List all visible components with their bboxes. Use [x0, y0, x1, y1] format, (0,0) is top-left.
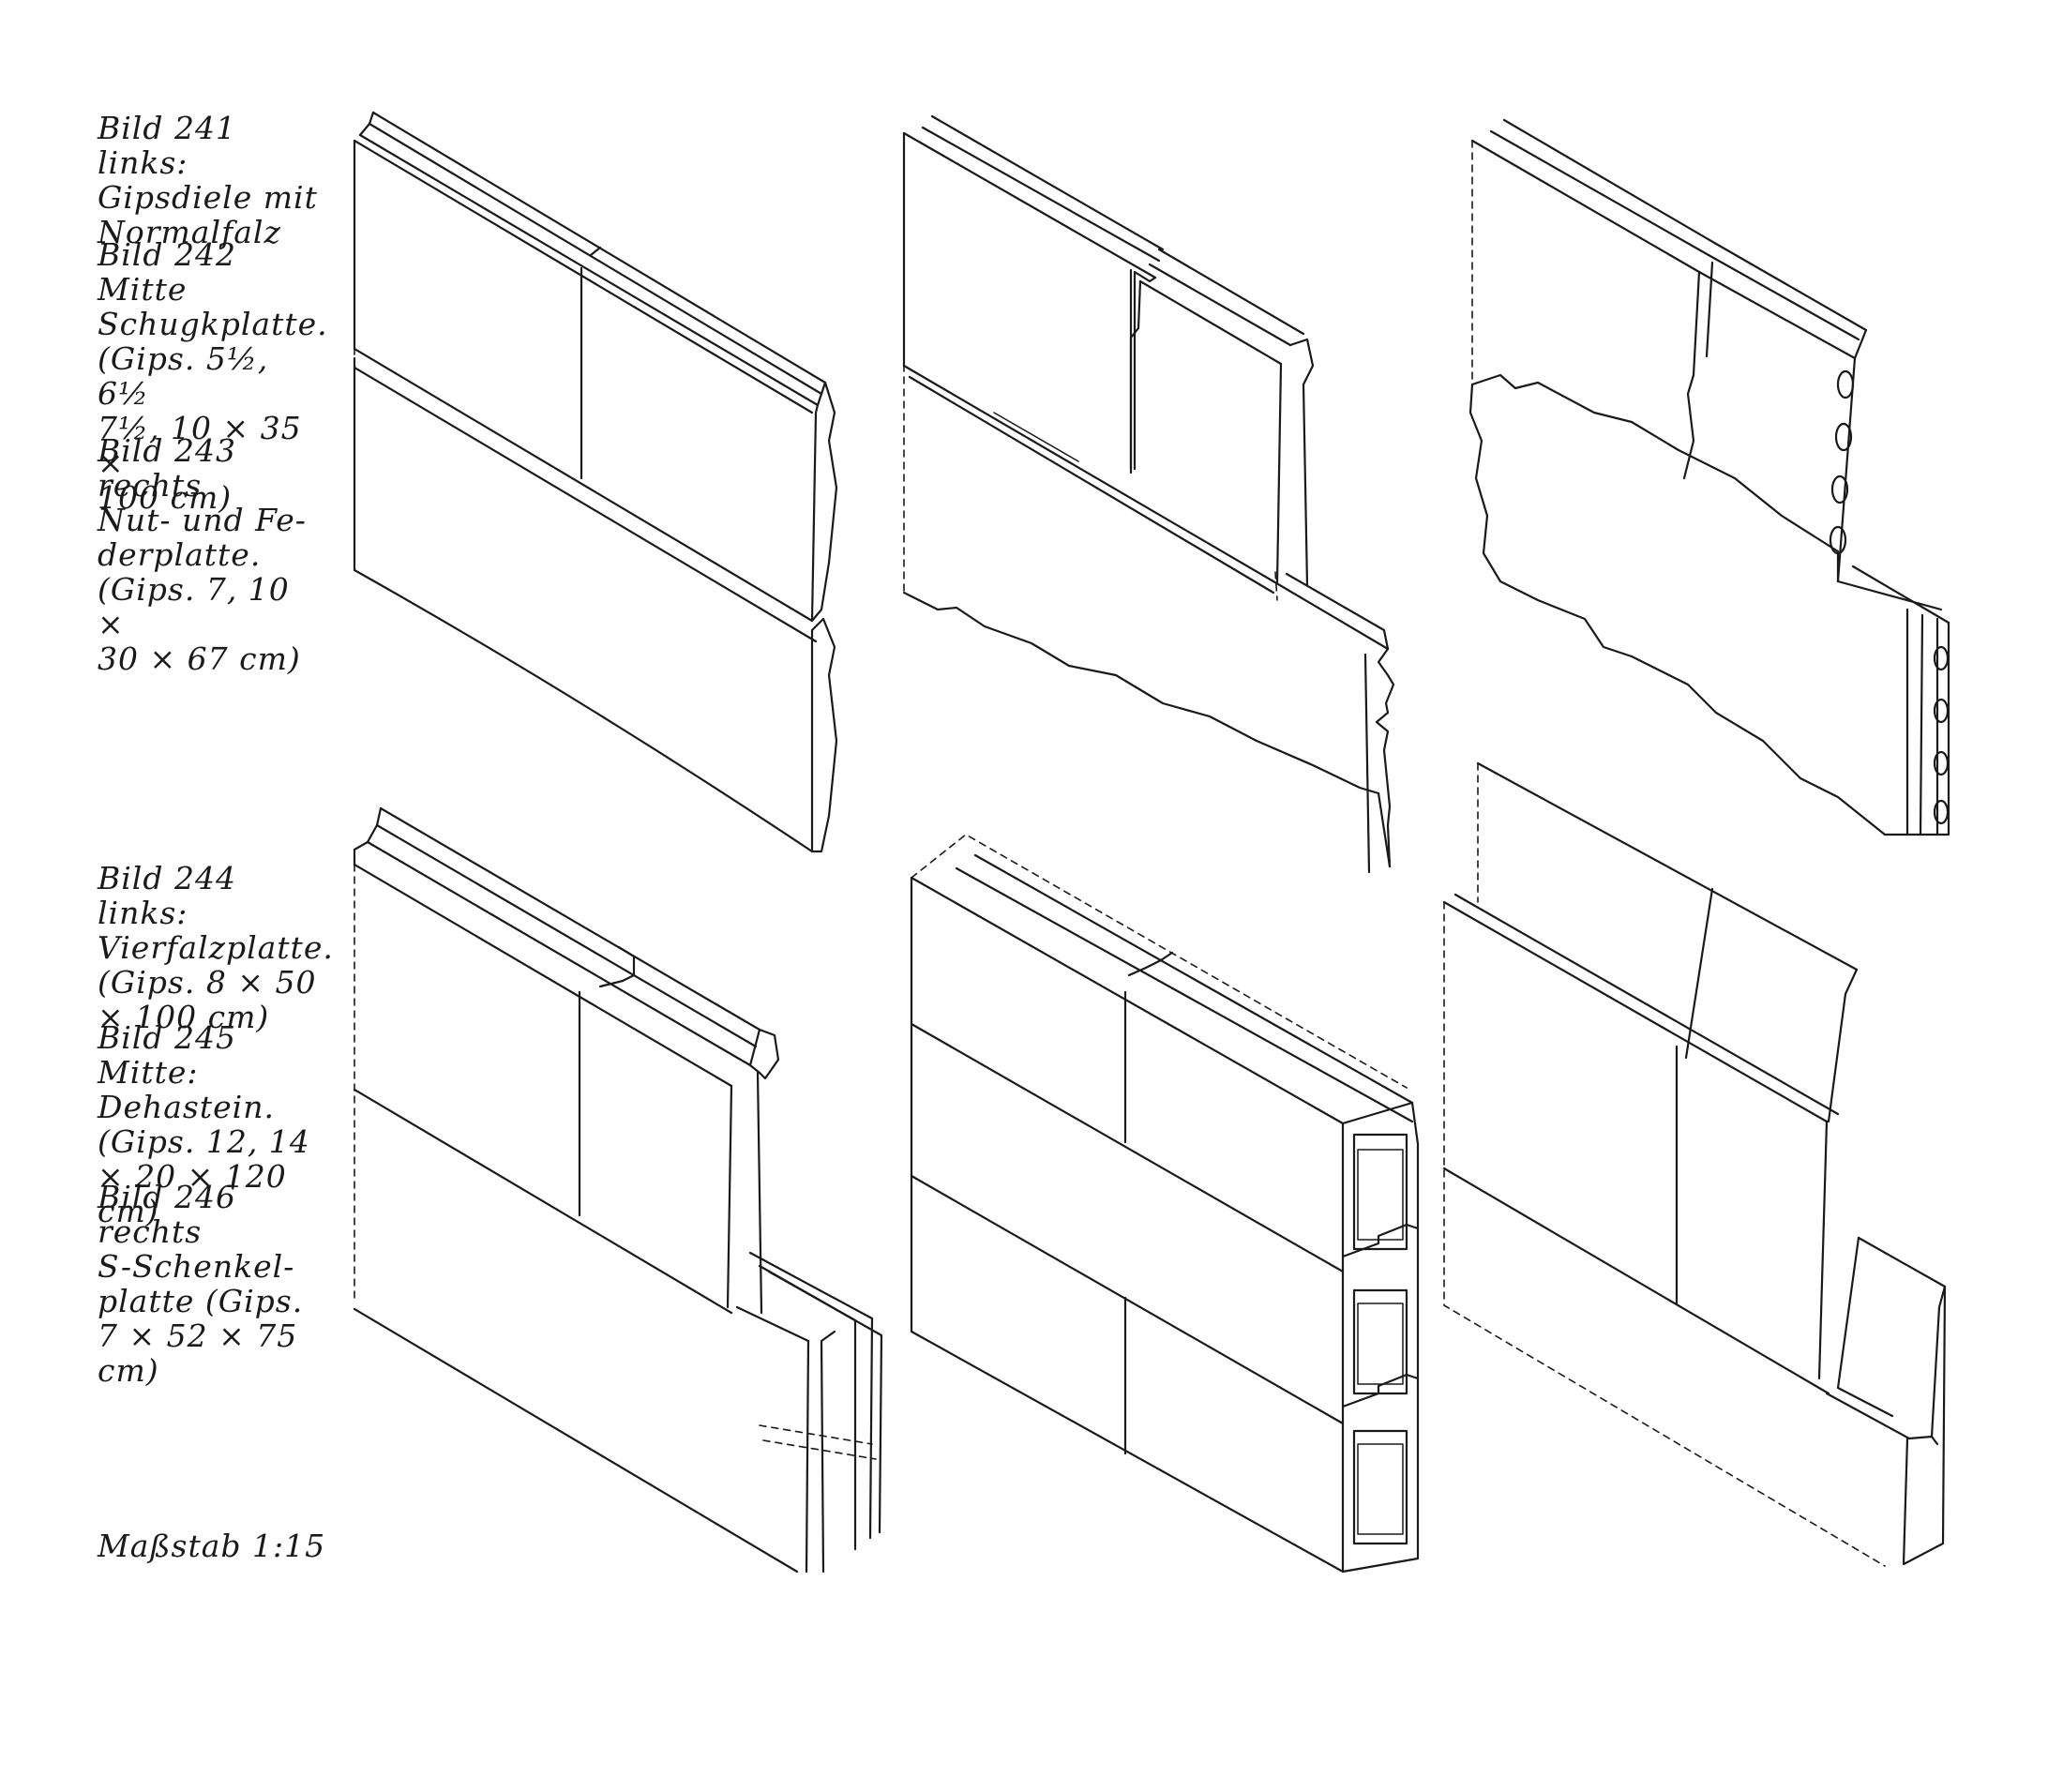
- drawing-nut-und-federplatte: [1468, 118, 1950, 836]
- caption-bild-245: Bild 245 Mitte: Dehastein. (Gips. 12, 14…: [98, 1019, 310, 1229]
- drawing-s-schenkelplatte: [1442, 761, 1947, 1567]
- caption-bild-246: Bild 246 rechts S-Schenkel- platte (Gips…: [98, 1179, 304, 1389]
- caption-bild-243: Bild 243 rechts Nut- und Fe- derplatte. …: [98, 432, 307, 677]
- drawing-dehastein: [910, 834, 1420, 1574]
- drawing-schugkplatte: [902, 114, 1395, 874]
- caption-bild-241: Bild 241 links: Gipsdiele mit Normalfalz: [98, 110, 318, 250]
- caption-bild-244: Bild 244 links: Vierfalzplatte. (Gips. 8…: [98, 860, 334, 1035]
- scale-note: Maßstab 1:15: [98, 1528, 326, 1564]
- caption-bild-242: Bild 242 Mitte Schugkplatte. (Gips. 5½, …: [98, 236, 328, 516]
- drawing-gipsdiele-normalfalz: [353, 111, 838, 853]
- drawing-vierfalzplatte: [353, 806, 883, 1574]
